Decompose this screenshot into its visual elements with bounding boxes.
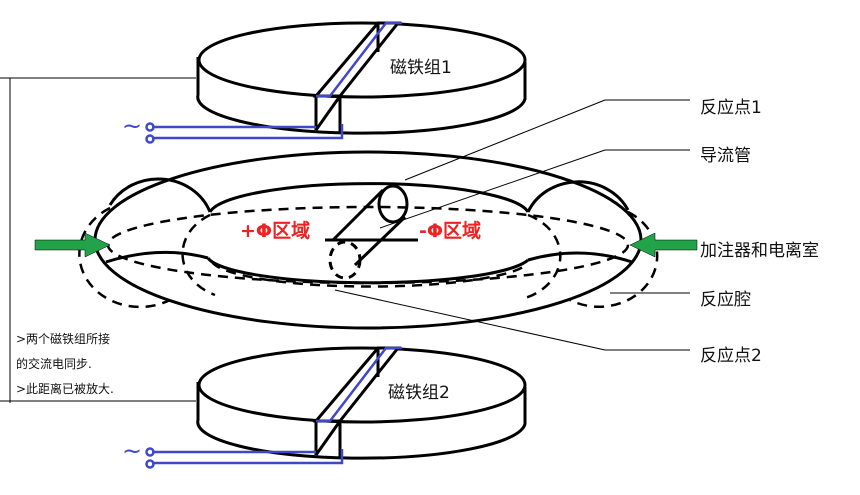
positive-phi-region-label: +Φ区域 (240, 220, 311, 242)
distance-bracket (0, 77, 196, 403)
reaction-point-1-label: 反应点1 (700, 98, 762, 118)
note-line-2: 的交流电同步. (16, 357, 92, 371)
injector-label: 加注器和电离室 (700, 241, 819, 261)
negative-phi-region-label: -Φ区域 (419, 220, 482, 242)
tube-hidden-lines (78, 205, 659, 309)
magnet-group-2-label: 磁铁组2 (388, 383, 450, 403)
injection-arrow-left (34, 232, 111, 258)
ac-source-icon-1: ~ (122, 112, 143, 140)
ac-source-icon-2: ~ (122, 437, 143, 465)
guide-tube (325, 184, 418, 280)
note-line-3: >此距离已被放大. (16, 382, 114, 396)
magnet-group-2 (196, 346, 527, 460)
magnet-2-wire (145, 346, 402, 469)
injection-arrow-right (629, 232, 698, 258)
magnet-1-wire (145, 21, 402, 144)
note-line-1: >两个磁铁组所接 (16, 332, 111, 346)
guide-tube-label: 导流管 (700, 146, 751, 166)
reaction-chamber-label: 反应腔 (700, 290, 751, 310)
reaction-point-2-label: 反应点2 (700, 346, 762, 366)
magnet-group-1-label: 磁铁组1 (390, 58, 452, 78)
callout-lines (334, 99, 690, 351)
magnet-group-1 (196, 21, 527, 135)
